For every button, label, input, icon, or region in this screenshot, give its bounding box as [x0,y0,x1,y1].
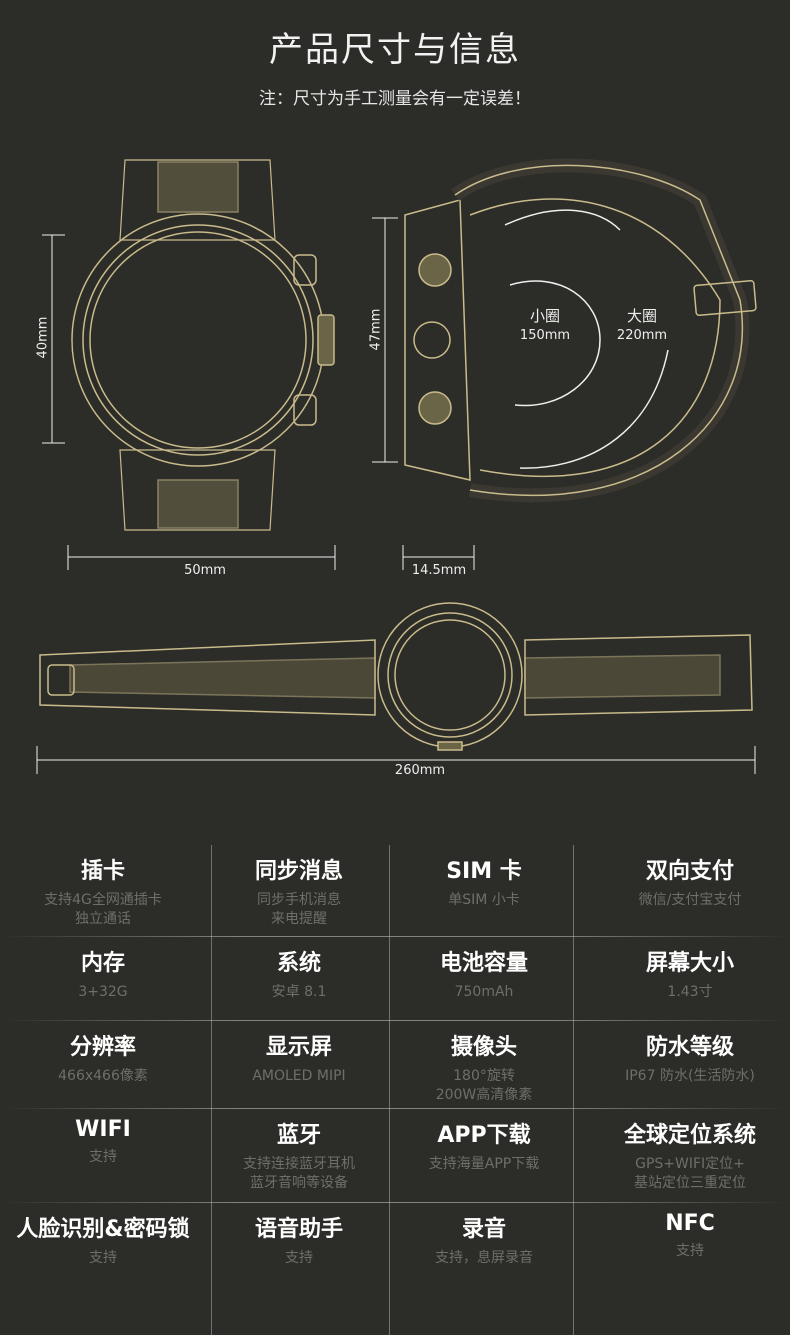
spec-cell: 蓝牙支持连接蓝牙耳机 蓝牙音响等设备 [189,1117,409,1193]
side-dimension-lines [372,217,475,570]
spec-title: 防水等级 [645,1035,734,1060]
grid-divider [0,1202,790,1203]
spec-title: 同步消息 [254,859,343,884]
spec-title: 分辨率 [69,1035,136,1060]
spec-desc: 支持 [285,1250,313,1266]
spec-cell: 屏幕大小 1.43寸 [580,945,790,1002]
spec-cell: 电池容量 750mAh [374,945,594,1002]
spec-desc: 支持4G全网通插卡 独立通话 [44,892,162,927]
spec-title: NFC [665,1211,715,1236]
spec-desc: 466x466像素 [58,1068,148,1084]
spec-desc: GPS+WIFI定位+ 基站定位三重定位 [634,1156,746,1191]
spec-cell: 同步消息同步手机消息 来电提醒 [189,853,409,929]
spec-desc: IP67 防水(生活防水) [625,1068,755,1084]
spec-cell: 内存 3+32G [0,945,213,1002]
watch-drawings [36,158,757,774]
spec-cell: 双向支付微信/支付宝支付 [580,853,790,910]
spec-cell: 摄像头 180°旋转 200W高清像素 [374,1029,594,1105]
page-title: 产品尺寸与信息 [269,30,521,70]
grid-divider [573,845,574,1335]
spec-title: 双向支付 [645,859,734,884]
grid-divider [0,1020,790,1021]
spec-title: 电池容量 [439,951,528,976]
spec-title: WIFI [75,1117,131,1142]
side-view-watch [404,158,757,503]
spec-cell: 全球定位系统 GPS+WIFI定位+ 基站定位三重定位 [580,1117,790,1193]
spec-cell: SIM 卡单SIM 小卡 [374,853,594,910]
spec-cell: NFC 支持 [580,1211,790,1261]
spec-title: 录音 [461,1217,506,1242]
spec-desc: 3+32G [78,984,128,1000]
spec-desc: 同步手机消息 来电提醒 [257,892,341,927]
spec-cell: 分辨率 466x466像素 [0,1029,213,1086]
spec-desc: 支持海量APP下载 [428,1156,540,1172]
spec-desc: 支持 [89,1149,117,1165]
dim-width-front: 50mm [184,563,226,578]
spec-cell: 防水等级 IP67 防水(生活防水) [580,1029,790,1086]
spec-desc: 微信/支付宝支付 [638,892,742,908]
small-loop-value: 150mm [519,328,571,343]
spec-desc: 180°旋转 200W高清像素 [435,1068,533,1103]
front-dimension-lines [42,234,336,570]
spec-cell: 显示屏 AMOLED MIPI [189,1029,409,1086]
spec-desc: 单SIM 小卡 [448,892,520,908]
spec-cell: 插卡支持4G全网通插卡 独立通话 [0,853,213,929]
large-loop-value: 220mm [616,328,668,343]
spec-desc: 安卓 8.1 [271,984,327,1000]
spec-title: 全球定位系统 [623,1123,756,1148]
spec-desc: 1.43寸 [667,984,713,1000]
spec-title: APP下载 [437,1123,531,1148]
dim-length-strap: 260mm [394,763,446,778]
grid-divider [0,1108,790,1109]
spec-title: 摄像头 [450,1035,517,1060]
grid-divider [0,936,790,937]
spec-title: 人脸识别&密码锁 [16,1217,190,1242]
spec-cell: 人脸识别&密码锁支持 [0,1211,213,1268]
spec-cell: APP下载支持海量APP下载 [374,1117,594,1174]
spec-desc: 支持 [676,1243,704,1259]
spec-cell: WIFI 支持 [0,1117,213,1167]
strap-dimension-line [36,746,756,774]
spec-cell: 录音支持，息屏录音 [374,1211,594,1268]
large-loop-label: 大圈 [626,307,657,325]
front-view-watch [71,159,335,531]
spec-title: SIM 卡 [446,859,522,884]
spec-title: 语音助手 [254,1217,343,1242]
spec-cell: 系统安卓 8.1 [189,945,409,1002]
grid-divider [211,845,212,1335]
measurement-note: 注：尺寸为手工测量会有一定误差！ [259,89,531,109]
spec-desc: 支持，息屏录音 [435,1250,533,1266]
spec-title: 系统 [276,951,321,976]
spec-title: 显示屏 [265,1035,332,1060]
dim-height-front: 40mm [35,316,51,359]
spec-cell: 语音助手支持 [189,1211,409,1268]
grid-divider [389,845,390,1335]
spec-title: 蓝牙 [276,1123,321,1148]
spec-desc: 750mAh [454,984,514,1000]
dim-height-side: 47mm [368,308,384,351]
spec-desc: 支持 [89,1250,117,1266]
strap-view-watch [39,602,753,751]
dim-depth-side: 14.5mm [411,563,467,578]
spec-title: 内存 [80,951,125,976]
spec-title: 插卡 [80,859,125,884]
spec-desc: AMOLED MIPI [252,1068,346,1084]
spec-desc: 支持连接蓝牙耳机 蓝牙音响等设备 [243,1156,355,1191]
spec-title: 屏幕大小 [645,951,734,976]
small-loop-label: 小圈 [529,307,560,325]
